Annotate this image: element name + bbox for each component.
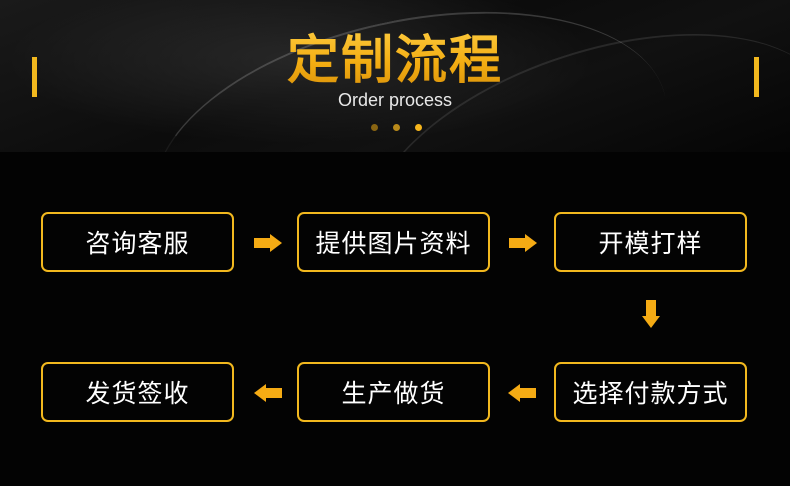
step-consult-service: 咨询客服	[41, 212, 234, 272]
step-payment-method: 选择付款方式	[554, 362, 747, 422]
step-mold-sample: 开模打样	[554, 212, 747, 272]
dot	[371, 124, 378, 131]
step-provide-images: 提供图片资料	[297, 212, 490, 272]
dot	[415, 124, 422, 131]
dot	[393, 124, 400, 131]
step-production: 生产做货	[297, 362, 490, 422]
left-accent-bar	[32, 57, 37, 97]
header-banner: 定制流程 Order process	[0, 0, 790, 152]
right-accent-bar	[754, 57, 759, 97]
page-subtitle: Order process	[337, 90, 453, 110]
page-title: 定制流程	[0, 18, 790, 93]
step-ship-sign: 发货签收	[41, 362, 234, 422]
